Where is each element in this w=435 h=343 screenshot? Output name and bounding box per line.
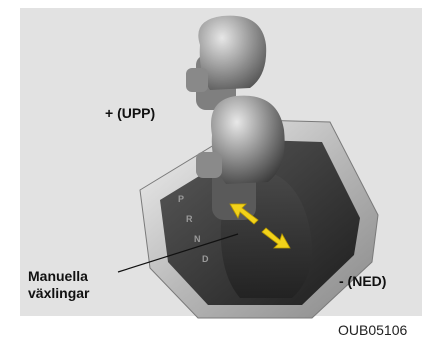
figure-code: OUB05106 xyxy=(338,322,407,338)
manual-shift-label: Manuella växlingar xyxy=(28,268,89,302)
manual-shift-label-line2: växlingar xyxy=(28,285,89,302)
manual-shift-label-line1: Manuella xyxy=(28,268,89,285)
gear-letter-d: D xyxy=(202,254,209,264)
upshift-label: + (UPP) xyxy=(105,105,155,122)
gear-letter-p: P xyxy=(178,194,184,204)
downshift-label: - (NED) xyxy=(339,273,386,290)
gear-letter-n: N xyxy=(194,234,201,244)
gear-letter-r: R xyxy=(186,214,193,224)
